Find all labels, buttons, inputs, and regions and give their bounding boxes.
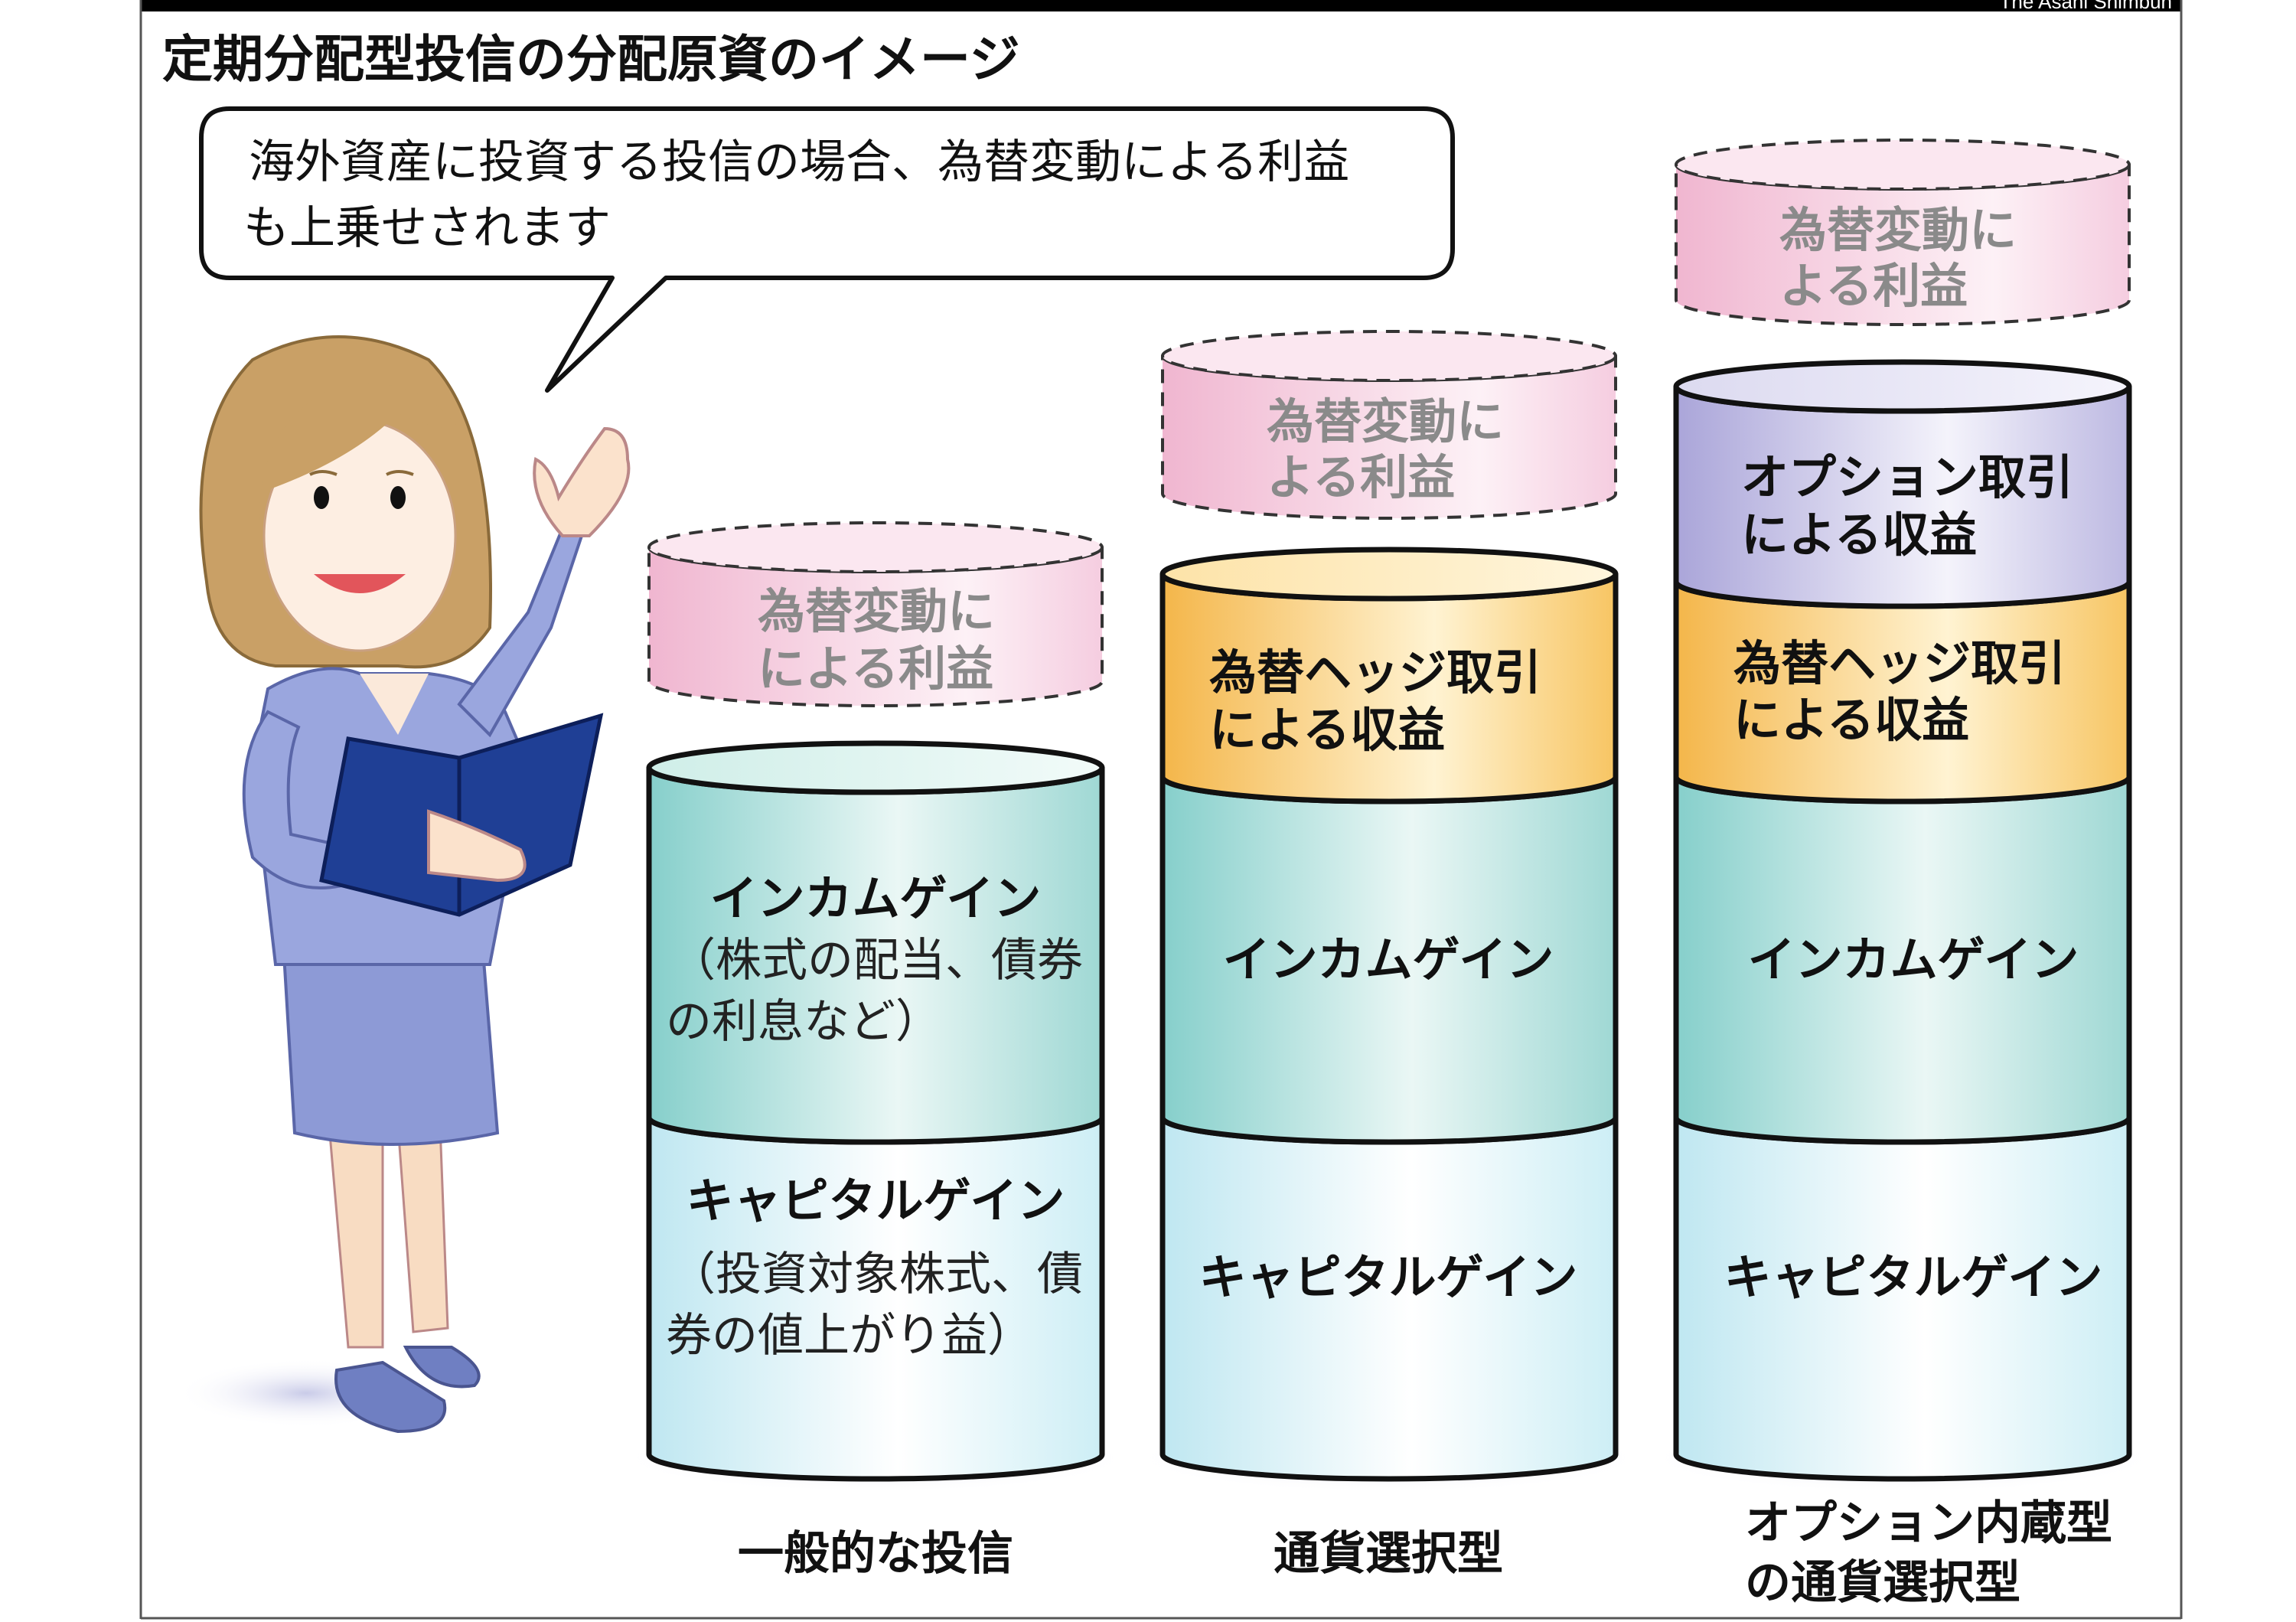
capital-detail-line1: （投資対象株式、債 [670, 1248, 1083, 1301]
hedge-label-line2: による収益 [1733, 692, 1969, 748]
hedge-label-line1: 為替ヘッジ取引 [1733, 635, 2066, 691]
ghost-top [1161, 330, 1617, 382]
option-label-line1: オプション取引 [1741, 449, 2073, 505]
column-general: 為替変動に による利益 インカムゲイン （株式の配当、債券 の利息など） キャピ… [666, 583, 1083, 1581]
income-title: インカムゲイン [1223, 932, 1554, 987]
income-title: インカムゲイン [710, 870, 1042, 926]
income-detail-line1: （株式の配当、債券 [670, 934, 1083, 987]
ghost-top [1675, 139, 2131, 191]
income-detail-line2: の利息など） [666, 995, 941, 1049]
column-option-currency-select: 為替変動に よる利益 オプション取引 による収益 為替ヘッジ取引 による収益 イ… [1724, 202, 2112, 1610]
cylinders [618, 139, 2160, 1493]
capital-title: キャピタルゲイン [1724, 1249, 2103, 1305]
capital-title: キャピタルゲイン [1199, 1249, 1578, 1305]
ghost-label-line2: よる利益 [1267, 449, 1455, 505]
cylinder-top [646, 740, 1105, 795]
presenter-illustration [176, 335, 631, 1434]
speech-line-2: も上乗せされます [243, 201, 611, 255]
ghost-label-line1: 為替変動に [1779, 202, 2017, 258]
page-title: 定期分配型投信の分配原資のイメージ [162, 30, 1020, 89]
option-label-line2: による収益 [1741, 507, 1977, 563]
speech-line-1: 海外資産に投資する投信の場合、為替変動による利益 [249, 135, 1349, 189]
ghost-label-line2: よる利益 [1779, 258, 1968, 314]
income-title: インカムゲイン [1748, 932, 2079, 987]
credit: The Asahi Shimbun [2000, 0, 2172, 13]
speech-bubble: 海外資産に投資する投信の場合、為替変動による利益 も上乗せされます [199, 106, 1455, 393]
column-label: 通貨選択型 [1274, 1527, 1503, 1581]
column-currency-select: 為替変動に よる利益 為替ヘッジ取引 による収益 インカムゲイン キャピタルゲイ… [1199, 393, 1578, 1581]
hedge-label-line1: 為替ヘッジ取引 [1209, 645, 1541, 700]
hedge-label-line2: による収益 [1209, 702, 1445, 758]
ghost-top [647, 521, 1104, 573]
cylinder-top [1673, 359, 2132, 414]
capital-detail-line2: 券の値上がり益） [666, 1309, 1033, 1363]
capital-title: キャピタルゲイン [687, 1173, 1065, 1229]
ghost-label-line1: 為替変動に [1267, 393, 1504, 449]
ghost-label-line2: による利益 [758, 641, 993, 697]
column-label-line2: の通貨選択型 [1745, 1556, 2020, 1610]
column-label: 一般的な投信 [738, 1527, 1013, 1581]
ghost-label-line1: 為替変動に [758, 583, 995, 639]
header-bar [140, 0, 2182, 11]
column-label-line1: オプション内蔵型 [1745, 1496, 2112, 1550]
cylinder-top [1159, 547, 1619, 602]
